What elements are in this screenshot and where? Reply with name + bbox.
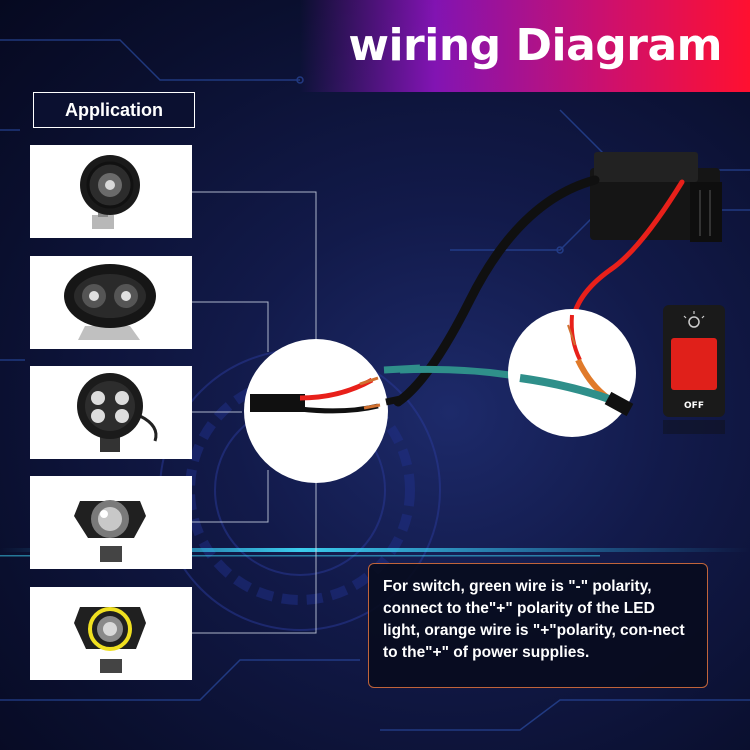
thumbnail-projector-light [30, 476, 192, 569]
thumbnail-projector-light-halo [30, 587, 192, 680]
light-rays-icon [683, 311, 705, 319]
page-title: wiring Diagram [348, 20, 722, 71]
control-box [590, 152, 722, 242]
thumbnail-round-work-light [30, 145, 192, 238]
right-connection-zoom [508, 309, 636, 437]
round-led-light-icon [80, 155, 140, 229]
switch-off-label: OFF [684, 401, 704, 411]
connector-lines [192, 191, 317, 634]
instruction-note-text: For switch, green wire is "-" polarity, … [383, 578, 685, 661]
oval-led-light-icon [64, 264, 156, 340]
application-label: Application [33, 92, 195, 128]
red-wire [569, 179, 685, 328]
thumbnail-oval-work-light [30, 256, 192, 349]
rocker-switch: OFF [663, 305, 725, 434]
left-connection-zoom [244, 339, 421, 483]
projector-light-icon [74, 500, 146, 562]
instruction-note: For switch, green wire is "-" polarity, … [368, 563, 708, 688]
thumbnail-multi-led-light [30, 366, 192, 459]
multi-led-light-icon [77, 373, 158, 452]
light-symbol-icon [688, 316, 700, 328]
halo-light-icon [74, 607, 146, 673]
title-banner: wiring Diagram [300, 0, 750, 92]
black-wire [393, 175, 600, 407]
